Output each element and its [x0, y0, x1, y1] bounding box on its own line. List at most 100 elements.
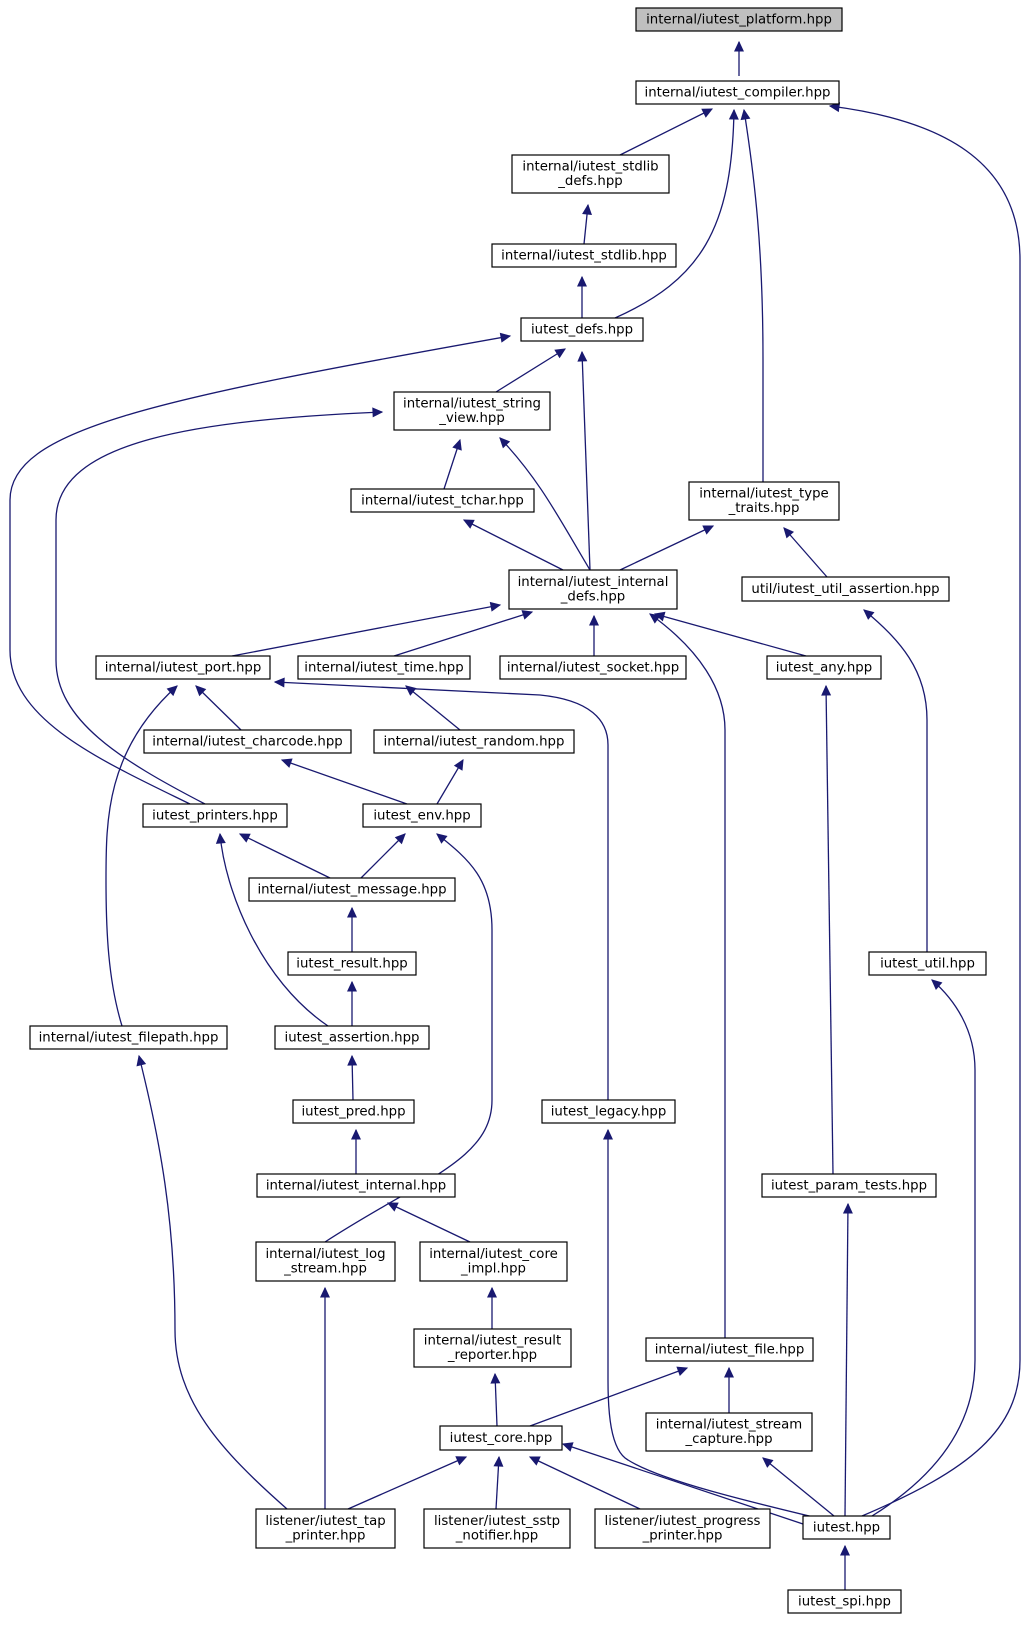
node-spi[interactable]: iutest_spi.hpp [787, 1589, 902, 1614]
edge-arrowhead [347, 980, 357, 992]
node-label: iutest_param_tests.hpp [771, 1178, 927, 1193]
node-label: _defs.hpp [560, 590, 625, 605]
node-box [292, 1099, 415, 1124]
edge-arrowhead [740, 108, 751, 121]
edge-arrowhead [521, 610, 534, 620]
node-defs[interactable]: iutest_defs.hpp [520, 317, 644, 342]
node-result[interactable]: iutest_result.hpp [287, 951, 417, 976]
node-label: internal/iutest_stream [656, 1418, 802, 1433]
node-util-assertion[interactable]: util/iutest_util_assertion.hpp [741, 576, 950, 602]
edge-arrowhead [499, 437, 511, 449]
node-label: internal/iutest_internal [518, 575, 669, 590]
node-label: _defs.hpp [557, 174, 622, 189]
node-label: internal/iutest_internal.hpp [266, 1178, 446, 1193]
node-box [95, 655, 271, 680]
node-env[interactable]: iutest_env.hpp [362, 803, 482, 828]
node-util[interactable]: iutest_util.hpp [868, 951, 987, 976]
edge-file-to-core [529, 1367, 688, 1427]
edge-tchar-to-internal_defs [463, 519, 564, 571]
edge-string_view-to-printers [55, 411, 383, 805]
node-internal-defs[interactable]: internal/iutest_internal_defs.hpp [508, 569, 678, 610]
node-progress-printer[interactable]: listener/iutest_progress_printer.hpp [594, 1508, 771, 1549]
node-type-traits[interactable]: internal/iutest_type_traits.hpp [688, 481, 840, 521]
node-box [508, 569, 678, 610]
node-label: _impl.hpp [460, 1262, 526, 1277]
node-box [297, 655, 471, 680]
node-label: _printer.hpp [285, 1529, 366, 1544]
edge-core-to-tap_printer [347, 1456, 467, 1510]
node-tap-printer[interactable]: listener/iutest_tap_printer.hpp [255, 1508, 396, 1549]
edge-arrowhead [582, 203, 592, 215]
node-filepath[interactable]: internal/iutest_filepath.hpp [29, 1025, 228, 1050]
node-label: internal/iutest_log [265, 1247, 385, 1262]
node-label: _reporter.hpp [447, 1348, 537, 1363]
node-label: iutest_legacy.hpp [551, 1104, 667, 1119]
node-stdlib[interactable]: internal/iutest_stdlib.hpp [491, 243, 677, 268]
node-platform[interactable]: internal/iutest_platform.hpp [635, 7, 843, 32]
node-core-impl[interactable]: internal/iutest_core_impl.hpp [419, 1241, 568, 1282]
node-label: _notifier.hpp [455, 1529, 538, 1544]
node-param-tests[interactable]: iutest_param_tests.hpp [761, 1173, 937, 1198]
node-time[interactable]: internal/iutest_time.hpp [297, 655, 471, 680]
node-box [350, 488, 535, 513]
edge-arrowhead [528, 1456, 541, 1466]
edge-arrowhead [554, 348, 567, 359]
node-compiler[interactable]: internal/iutest_compiler.hpp [635, 80, 840, 105]
node-box [761, 1173, 937, 1198]
node-label: _capture.hpp [684, 1432, 772, 1447]
edge-printers-to-message [239, 833, 331, 879]
edge-arrowhead [821, 684, 832, 696]
node-log-stream[interactable]: internal/iutest_log_stream.hpp [255, 1241, 396, 1282]
node-label: internal/iutest_port.hpp [105, 660, 262, 675]
edge-stream_capture-to-iutest [762, 1457, 835, 1517]
node-stdlib-defs[interactable]: internal/iutest_stdlib_defs.hpp [511, 154, 670, 194]
node-socket[interactable]: internal/iutest_socket.hpp [499, 655, 687, 680]
node-label: internal/iutest_tchar.hpp [361, 493, 524, 508]
node-pred[interactable]: iutest_pred.hpp [292, 1099, 415, 1124]
node-printers[interactable]: iutest_printers.hpp [142, 803, 288, 828]
node-random[interactable]: internal/iutest_random.hpp [373, 729, 575, 754]
edge-compiler-to-defs [614, 109, 735, 319]
node-label: iutest_defs.hpp [531, 322, 633, 337]
node-label: internal/iutest_time.hpp [304, 660, 463, 675]
node-assertion[interactable]: iutest_assertion.hpp [274, 1025, 430, 1050]
edge-arrowhead [166, 685, 178, 697]
edge-util_assertion-to-util [863, 609, 928, 952]
edge-arrowhead [603, 1128, 613, 1140]
edge-internal_defs-to-file [649, 613, 726, 1338]
node-label: internal/iutest_core [429, 1247, 558, 1262]
node-iutest[interactable]: iutest.hpp [802, 1515, 891, 1540]
node-charcode[interactable]: internal/iutest_charcode.hpp [143, 729, 352, 754]
node-label: iutest_any.hpp [776, 660, 872, 675]
node-internal[interactable]: internal/iutest_internal.hpp [256, 1173, 456, 1198]
node-string-view[interactable]: internal/iutest_string_view.hpp [393, 391, 551, 431]
node-sstp-notifier[interactable]: listener/iutest_sstp_notifier.hpp [423, 1508, 571, 1549]
node-box [688, 481, 840, 521]
node-box [143, 729, 352, 754]
node-stream-capture[interactable]: internal/iutest_stream_capture.hpp [645, 1412, 813, 1452]
node-result-reporter[interactable]: internal/iutest_result_reporter.hpp [413, 1328, 572, 1368]
node-tchar[interactable]: internal/iutest_tchar.hpp [350, 488, 535, 513]
edge-defs-to-string_view [495, 348, 566, 393]
edge-arrowhead [577, 275, 587, 287]
edge-arrowhead [840, 1544, 850, 1556]
edge-arrowhead [728, 108, 739, 120]
node-any[interactable]: iutest_any.hpp [766, 655, 882, 680]
edge-arrowhead [195, 685, 207, 697]
node-box [274, 1025, 430, 1050]
edge-layer [9, 40, 1021, 1590]
edge-arrowhead [452, 438, 462, 451]
node-box [645, 1337, 814, 1362]
node-port[interactable]: internal/iutest_port.hpp [95, 655, 271, 680]
node-file[interactable]: internal/iutest_file.hpp [645, 1337, 814, 1362]
node-box [255, 1241, 396, 1282]
node-label: iutest_core.hpp [450, 1431, 553, 1446]
node-core[interactable]: iutest_core.hpp [439, 1425, 563, 1451]
node-label: _view.hpp [438, 411, 505, 426]
node-message[interactable]: internal/iutest_message.hpp [248, 877, 456, 902]
node-box [362, 803, 482, 828]
node-legacy[interactable]: iutest_legacy.hpp [541, 1099, 676, 1124]
node-label: internal/iutest_socket.hpp [507, 660, 679, 675]
edge-arrowhead [394, 833, 406, 845]
edge-arrowhead [701, 108, 714, 118]
